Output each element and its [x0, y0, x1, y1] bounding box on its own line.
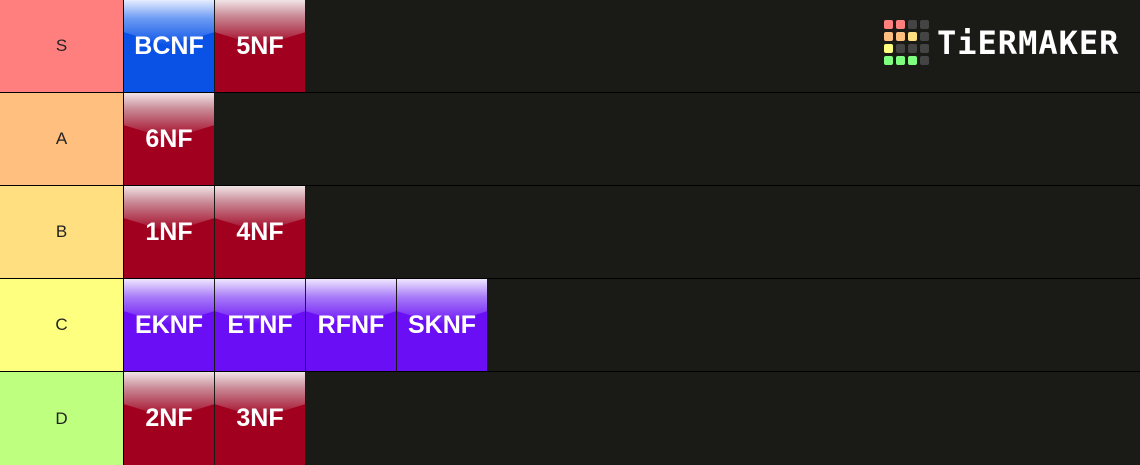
tier-item-4nf[interactable]: 4NF — [215, 186, 305, 278]
logo-grid-cell — [908, 44, 917, 53]
tier-item-label: 1NF — [145, 217, 193, 246]
tier-label-text: D — [55, 408, 68, 428]
tier-items-d: 2NF 3NF — [124, 372, 306, 465]
tier-label-text: C — [55, 315, 68, 334]
tier-item-label: 3NF — [236, 404, 284, 432]
tier-row-c: C EKNF ETNF RFNF SKNF — [0, 279, 1140, 371]
logo-grid-cell — [884, 56, 893, 65]
tier-item-eknf[interactable]: EKNF — [124, 279, 214, 371]
tier-items-b: 1NF 4NF — [124, 186, 306, 278]
tier-item-label: BCNF — [134, 31, 204, 60]
tier-item-sknf[interactable]: SKNF — [397, 279, 487, 371]
logo-grid-cell — [920, 56, 929, 65]
tier-items-s: BCNF 5NF — [124, 0, 306, 92]
tier-item-3nf[interactable]: 3NF — [215, 372, 305, 465]
tier-label-text: A — [55, 129, 68, 148]
tier-item-label: 2NF — [145, 404, 193, 432]
logo-grid-cell — [908, 32, 917, 41]
tier-item-label: RFNF — [317, 310, 385, 339]
logo-grid-cell — [896, 44, 905, 53]
logo-grid-cell — [920, 32, 929, 41]
tier-item-etnf[interactable]: ETNF — [215, 279, 305, 371]
tier-item-bcnf[interactable]: BCNF — [124, 0, 214, 92]
logo-grid-cell — [884, 44, 893, 53]
tier-item-label: 5NF — [236, 31, 284, 60]
tier-label-c[interactable]: C — [0, 279, 124, 371]
tier-item-rfnf[interactable]: RFNF — [306, 279, 396, 371]
tier-item-label: 6NF — [145, 124, 193, 153]
tier-label-text: B — [55, 222, 68, 241]
tier-row-s: S BCNF 5NF — [0, 0, 1140, 92]
tier-item-5nf[interactable]: 5NF — [215, 0, 305, 92]
logo-grid-cell — [884, 20, 893, 29]
tier-row-a: A 6NF — [0, 93, 1140, 185]
logo-grid-cell — [896, 20, 905, 29]
tier-row-d: D 2NF 3NF — [0, 372, 1140, 465]
tier-item-label: 4NF — [236, 217, 284, 246]
tier-item-label: SKNF — [407, 310, 477, 339]
tier-item-6nf[interactable]: 6NF — [124, 93, 214, 185]
tier-label-text: S — [55, 36, 68, 55]
tier-item-2nf[interactable]: 2NF — [124, 372, 214, 465]
tier-label-s[interactable]: S — [0, 0, 124, 92]
tiermaker-wordmark: TiERMAKER — [937, 23, 1120, 62]
logo-grid-cell — [908, 56, 917, 65]
tier-items-a: 6NF — [124, 93, 215, 185]
tier-item-label: EKNF — [134, 310, 204, 339]
logo-grid-cell — [920, 20, 929, 29]
tier-label-d[interactable]: D — [0, 372, 124, 465]
tier-row-b: B 1NF 4NF — [0, 186, 1140, 278]
logo-grid-cell — [908, 20, 917, 29]
tiermaker-logo[interactable]: TiERMAKER — [884, 20, 1119, 65]
tier-item-1nf[interactable]: 1NF — [124, 186, 214, 278]
tier-label-b[interactable]: B — [0, 186, 124, 278]
logo-grid-cell — [920, 44, 929, 53]
tiermaker-grid-icon — [884, 20, 929, 65]
tier-item-label: ETNF — [227, 310, 293, 339]
logo-grid-cell — [896, 56, 905, 65]
tier-label-a[interactable]: A — [0, 93, 124, 185]
logo-grid-cell — [884, 32, 893, 41]
tier-items-c: EKNF ETNF RFNF SKNF — [124, 279, 488, 371]
logo-grid-cell — [896, 32, 905, 41]
